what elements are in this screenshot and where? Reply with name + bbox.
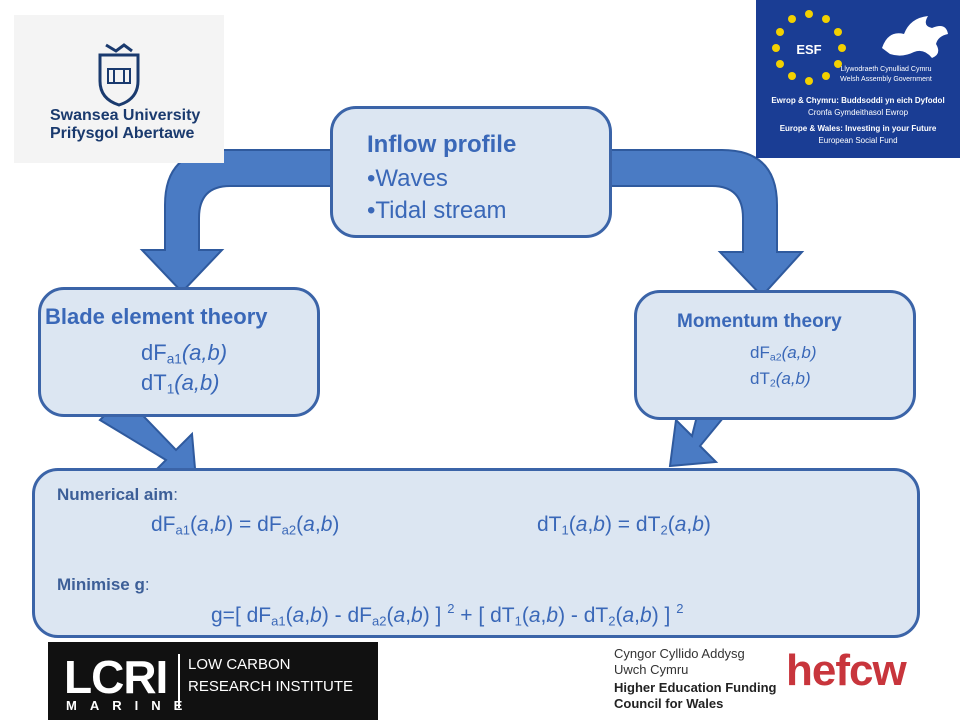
- hefcw-line1: Cyngor Cyllido Addysg: [614, 646, 745, 661]
- momentum-eq-torque: dT2(a,b): [750, 369, 811, 390]
- inflow-title: Inflow profile: [367, 131, 517, 158]
- hefcw-wordmark: hefcw: [786, 646, 907, 695]
- lcri-marine: MARINE: [66, 698, 196, 713]
- lcri-line2: RESEARCH INSTITUTE: [188, 678, 354, 695]
- hefcw-line2: Uwch Cymru: [614, 662, 689, 677]
- lcri-wordmark: LCRI: [64, 651, 168, 703]
- svg-text:ESF: ESF: [796, 42, 821, 57]
- minimise-label: Minimise g:: [57, 575, 150, 594]
- esf-welsh2: Cronfa Gymdeithasol Ewrop: [807, 108, 909, 117]
- lcri-line1: LOW CARBON: [188, 656, 291, 673]
- swansea-line1: Swansea University: [50, 107, 201, 124]
- momentum-title: Momentum theory: [677, 311, 842, 332]
- esf-welsh1: Ewrop & Chymru: Buddsoddi yn eich Dyfodo…: [771, 96, 945, 105]
- esf-eng1: Europe & Wales: Investing in your Future: [779, 124, 937, 133]
- momentum-eq-force: dFa2(a,b): [750, 343, 817, 364]
- esf-logo: ESF Llywodraeth Cynulliad Cymru Welsh As…: [756, 0, 960, 158]
- esf-gov1: Llywodraeth Cynulliad Cymru: [840, 66, 932, 73]
- aim-eq-torque: dT1(a,b) = dT2(a,b): [537, 513, 711, 538]
- hefcw-line3: Higher Education Funding: [614, 680, 777, 695]
- inflow-item-tidal: •Tidal stream: [367, 197, 507, 224]
- inflow-item-waves: •Waves: [367, 165, 448, 192]
- welsh-dragon-icon: [882, 16, 948, 58]
- arrow-inflow-to-blade: [139, 149, 333, 294]
- aim-eq-force: dFa1(a,b) = dFa2(a,b): [151, 513, 340, 538]
- lcri-divider: [178, 654, 180, 708]
- blade-eq-torque: dT1(a,b): [141, 370, 220, 397]
- lcri-marine-logo: LCRI MARINE LOW CARBON RESEARCH INSTITUT…: [48, 642, 378, 720]
- numerical-aim-box: Numerical aim: dFa1(a,b) = dFa2(a,b) dT1…: [32, 468, 920, 638]
- hefcw-line4: Council for Wales: [614, 696, 724, 711]
- esf-eng2: European Social Fund: [818, 136, 898, 145]
- arrow-inflow-to-momentum: [609, 149, 805, 298]
- blade-eq-force: dFa1(a,b): [141, 340, 228, 367]
- blade-title: Blade element theory: [45, 304, 268, 329]
- momentum-theory-box: Momentum theory dFa2(a,b) dT2(a,b): [634, 290, 916, 420]
- swansea-line2: Prifysgol Abertawe: [50, 125, 195, 142]
- inflow-profile-box: Inflow profile •Waves •Tidal stream: [330, 106, 612, 238]
- numerical-aim-label: Numerical aim:: [57, 485, 178, 504]
- swansea-university-logo: Swansea University Prifysgol Abertawe: [14, 15, 224, 163]
- crest-icon: [98, 43, 140, 107]
- blade-element-box: Blade element theory dFa1(a,b) dT1(a,b): [38, 287, 320, 417]
- aim-eq-objective: g=[ dFa1(a,b) - dFa2(a,b) ] 2 + [ dT1(a,…: [211, 601, 684, 629]
- eu-stars-icon: ESF: [772, 10, 846, 85]
- esf-gov2: Welsh Assembly Government: [840, 76, 932, 83]
- hefcw-logo: Cyngor Cyllido Addysg Uwch Cymru Higher …: [608, 642, 960, 720]
